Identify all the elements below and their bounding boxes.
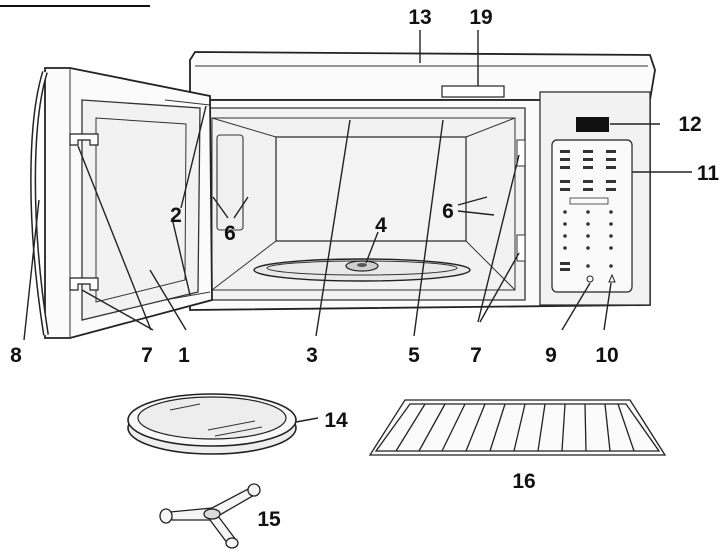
- door: [30, 67, 213, 339]
- oven-cavity: [204, 107, 526, 301]
- callout-19: 19: [469, 6, 492, 29]
- display-screen: [576, 117, 609, 132]
- stop-button: [608, 273, 616, 283]
- callout-1: 1: [178, 344, 190, 367]
- left-wall-vent: [216, 134, 244, 231]
- callout-10: 10: [595, 344, 618, 367]
- door-latch-upper: [69, 133, 99, 146]
- callout-12: 12: [678, 113, 701, 136]
- door-latch-lower: [69, 277, 99, 291]
- callout-13: 13: [408, 6, 431, 29]
- callout-16: 16: [512, 470, 535, 493]
- oven-rack: [368, 399, 667, 456]
- roller-support: [159, 483, 261, 549]
- callout-15: 15: [257, 508, 281, 531]
- callout-14: 14: [324, 409, 348, 432]
- callout-6-left: 6: [224, 222, 236, 245]
- callout-7-right: 7: [470, 344, 482, 367]
- callout-11: 11: [697, 162, 720, 185]
- cooktop-light-window: [441, 85, 505, 98]
- leader-lines: [23, 30, 692, 423]
- latch-slot-upper: [516, 139, 526, 167]
- glass-turntable: [127, 393, 297, 455]
- latch-slot-lower: [516, 234, 526, 262]
- callout-4: 4: [375, 214, 387, 237]
- keypad-panel: [551, 139, 633, 293]
- callout-9: 9: [545, 344, 557, 367]
- start-button: [586, 275, 594, 283]
- callout-3: 3: [306, 344, 318, 367]
- callout-5: 5: [408, 344, 420, 367]
- callout-7-left: 7: [141, 344, 153, 367]
- cavity-back-window: [275, 136, 467, 242]
- callout-6-right: 6: [442, 200, 454, 223]
- keypad-buttons: [560, 150, 616, 271]
- callout-8: 8: [10, 344, 22, 367]
- callout-2: 2: [170, 204, 182, 227]
